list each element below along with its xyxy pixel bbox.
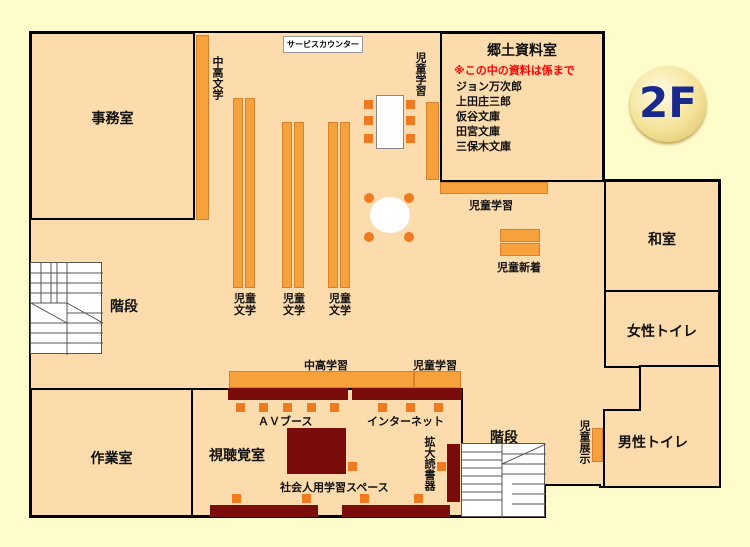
seat <box>307 403 316 412</box>
seat <box>232 494 241 503</box>
adult-study-desk <box>342 505 450 517</box>
seat <box>302 494 311 503</box>
seat <box>259 403 268 412</box>
stairs-right <box>461 443 546 518</box>
workroom-label: 作業室 <box>90 451 133 467</box>
seat <box>406 116 415 125</box>
stairs-left-lines <box>31 263 103 355</box>
shelf-children-lit-1b <box>245 98 255 288</box>
children-new-label: 児童新着 <box>497 261 541 274</box>
shelf-teen-study <box>229 371 414 388</box>
collection-item: 仮谷文庫 <box>456 110 500 123</box>
collection-item: 上田庄三郎 <box>456 95 511 108</box>
stairs-right-lines <box>462 444 546 518</box>
round-seat <box>364 193 374 203</box>
seat <box>360 494 369 503</box>
womens-restroom: 女性トイレ <box>604 290 720 368</box>
seat <box>330 403 339 412</box>
seat <box>236 403 245 412</box>
magnifier-desk <box>447 444 460 502</box>
seat <box>406 100 415 109</box>
shelf-children-lit-1 <box>233 98 243 288</box>
shelf-children-lit-3b <box>340 122 350 288</box>
seat <box>348 462 357 471</box>
teen-study-label: 中高学習 <box>304 359 348 372</box>
local-history-note: ※この中の資料は係まで <box>454 64 575 77</box>
round-seat <box>404 193 414 203</box>
children-study-v-label: 児童学習 <box>414 52 427 96</box>
children-display-label: 児童展示 <box>578 420 591 464</box>
internet-desk <box>352 388 462 400</box>
local-history-room: 郷土資料室 ※この中の資料は係まで ジョン万次郎 上田庄三郎 仮谷文庫 田宮文庫… <box>440 32 604 182</box>
local-history-label: 郷土資料室 <box>487 43 557 59</box>
womens-restroom-label: 女性トイレ <box>627 324 697 340</box>
shelf-children-lit-3 <box>328 122 338 288</box>
workroom: 作業室 <box>30 388 193 517</box>
seat <box>406 403 415 412</box>
internet-label: インターネット <box>367 415 444 428</box>
stairs-right-label: 階段 <box>490 430 518 446</box>
av-booth-desk <box>228 388 348 400</box>
children-lit-3-label: 児童文学 <box>329 292 351 317</box>
magnifier-label: 拡大読書器 <box>423 436 436 491</box>
seat <box>437 462 446 471</box>
shelf-children-study-bottom <box>414 371 461 388</box>
shelf-children-new <box>500 229 540 242</box>
mens-restroom-label: 男性トイレ <box>618 435 688 451</box>
collection-item: 三保木文庫 <box>456 140 511 153</box>
round-seat <box>364 232 374 242</box>
seat <box>414 494 423 503</box>
shelf-children-lit-2b <box>294 122 304 288</box>
office-room: 事務室 <box>30 32 195 220</box>
japanese-room: 和室 <box>604 180 720 292</box>
seat <box>406 134 415 143</box>
seat <box>283 403 292 412</box>
seat <box>364 100 373 109</box>
av-equipment <box>287 428 346 474</box>
stairs-left-label: 階段 <box>110 299 138 315</box>
children-lit-2-label: 児童文学 <box>283 292 305 317</box>
service-counter: サービスカウンター <box>283 36 363 53</box>
children-lit-1-label: 児童文学 <box>234 292 256 317</box>
study-table <box>376 95 404 149</box>
shelf-children-lit-2 <box>282 122 292 288</box>
service-counter-label: サービスカウンター <box>287 40 359 49</box>
adult-study-space-label: 社会人用学習スペース <box>280 481 389 494</box>
collection-list: ジョン万次郎 上田庄三郎 仮谷文庫 田宮文庫 三保木文庫 <box>456 81 522 156</box>
children-study-bottom-label: 児童学習 <box>413 359 457 372</box>
seat <box>434 403 443 412</box>
seat <box>364 134 373 143</box>
floor-badge-text: 2F <box>639 78 697 127</box>
seat <box>364 116 373 125</box>
shelf-children-display <box>592 428 603 462</box>
round-table <box>370 197 410 233</box>
shelf-children-study-v <box>426 102 439 180</box>
collection-item: 田宮文庫 <box>456 125 500 138</box>
office-label: 事務室 <box>91 111 134 127</box>
adult-study-desk <box>210 505 318 517</box>
shelf-children-new-b <box>500 243 540 256</box>
teen-literature-label: 中高文学 <box>211 56 224 100</box>
children-study-h-label: 児童学習 <box>469 199 513 212</box>
stairs-left <box>30 262 103 355</box>
seat <box>378 403 387 412</box>
shelf-children-study-h <box>440 182 548 194</box>
av-room-label: 視聴覚室 <box>209 448 265 464</box>
shelf-teen-literature <box>196 35 209 220</box>
av-booth-label: ＡＶブース <box>258 415 313 428</box>
floor-badge: 2F <box>630 66 706 142</box>
round-seat <box>404 232 414 242</box>
collection-item: ジョン万次郎 <box>456 80 522 93</box>
japanese-room-label: 和室 <box>648 232 676 248</box>
